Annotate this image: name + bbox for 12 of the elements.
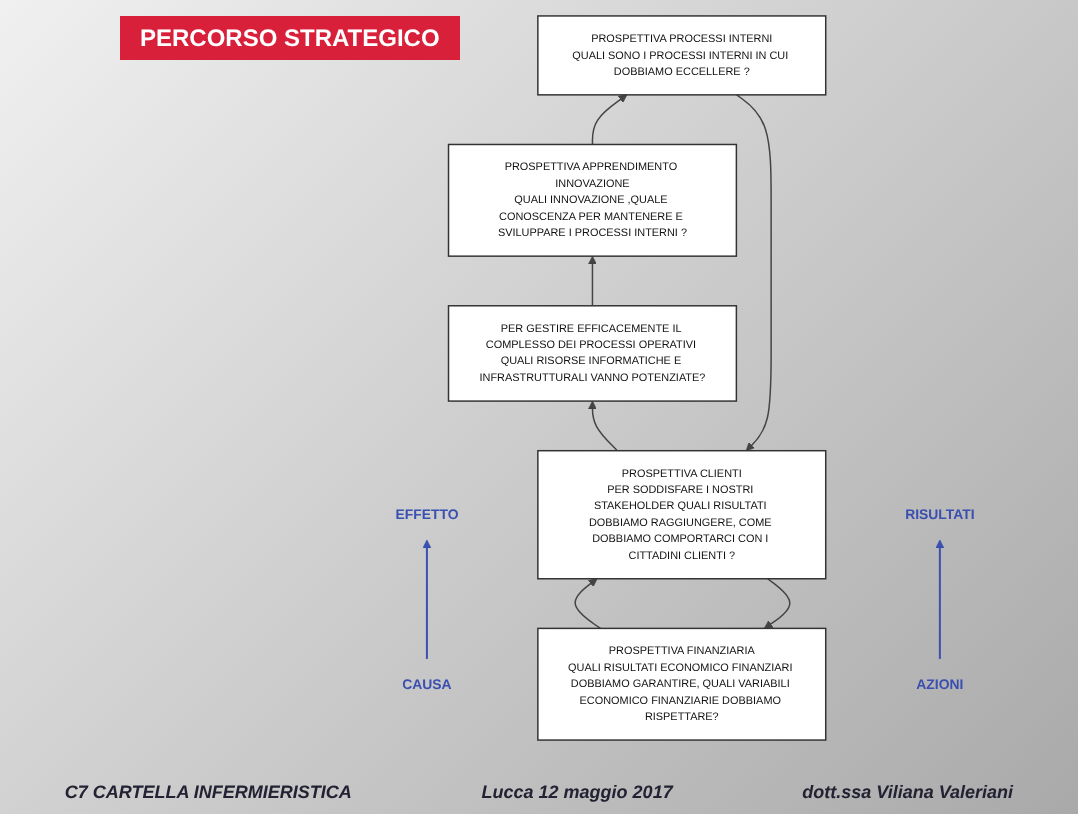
arrow xyxy=(588,255,597,307)
arrow xyxy=(574,578,602,630)
arrow xyxy=(735,94,772,452)
arrow xyxy=(763,578,791,629)
arrow xyxy=(591,94,628,146)
footer-text: dott.ssa Viliana Valeriani xyxy=(802,782,1014,802)
footer-text: C7 CARTELLA INFERMIERISTICA xyxy=(64,782,352,802)
title-banner: PERCORSO STRATEGICO xyxy=(120,16,460,60)
arrow xyxy=(588,400,619,452)
footer-text: Lucca 12 maggio 2017 xyxy=(481,782,673,802)
arrow xyxy=(935,539,945,660)
arrow xyxy=(422,539,432,660)
